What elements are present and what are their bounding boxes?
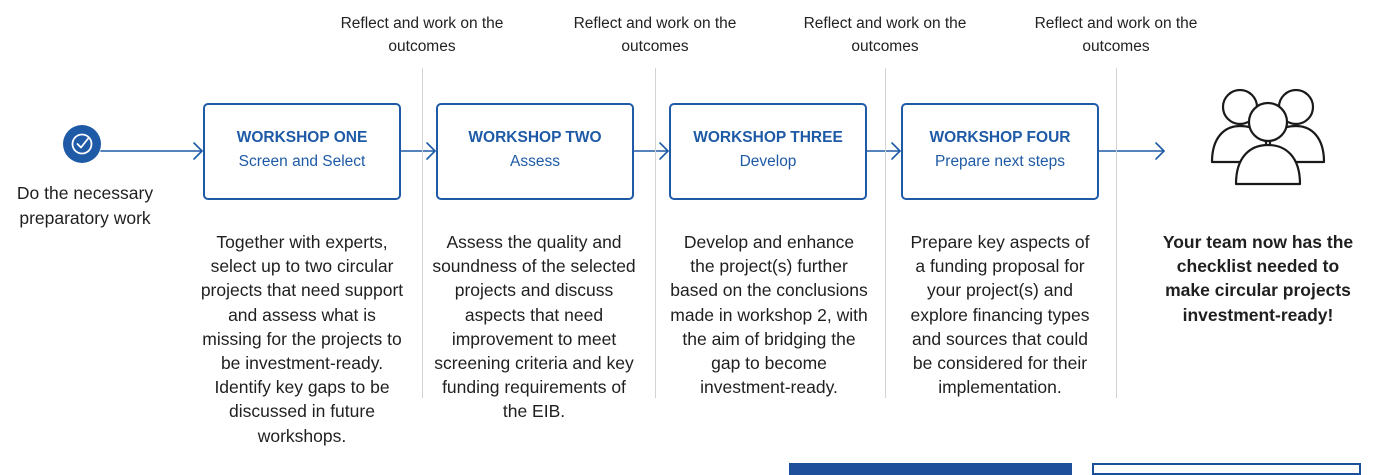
workshop-two-title: WORKSHOP TWO [468, 129, 602, 146]
workshop-one-subtitle: Screen and Select [238, 153, 366, 170]
workshop-one-box: WORKSHOP ONE Screen and Select [203, 103, 401, 200]
check-circle-icon [63, 125, 101, 163]
divider-2 [655, 68, 656, 398]
reflect-label-4: Reflect and work on the outcomes [1034, 15, 1198, 55]
primary-button[interactable] [789, 463, 1072, 475]
workshop-two-box: WORKSHOP TWO Assess [436, 103, 634, 200]
arrow-ws1-to-ws2 [399, 142, 436, 160]
divider-1 [422, 68, 423, 398]
workshop-three-subtitle: Develop [739, 153, 797, 170]
divider-4 [1116, 68, 1117, 398]
workshop-two-subtitle: Assess [510, 153, 560, 170]
arrow-ws2-to-ws3 [632, 142, 669, 160]
workshop-four-box: WORKSHOP FOUR Prepare next steps [901, 103, 1099, 200]
arrow-ws3-to-ws4 [865, 142, 901, 160]
preparation-label: Do the necessary preparatory work [16, 183, 154, 228]
outcome-text: Your team now has the checklist needed t… [1162, 232, 1354, 325]
workshop-two-description: Assess the quality and soundness of the … [432, 232, 636, 422]
workshop-four-title: WORKSHOP FOUR [929, 129, 1071, 146]
divider-3 [885, 68, 886, 398]
team-icon [1210, 88, 1326, 186]
workshop-four-subtitle: Prepare next steps [934, 153, 1066, 170]
reflect-label-3: Reflect and work on the outcomes [803, 15, 967, 55]
secondary-button[interactable] [1092, 463, 1361, 475]
workshop-one-description: Together with experts, select up to two … [200, 232, 404, 446]
workshop-one-title: WORKSHOP ONE [236, 129, 368, 146]
reflect-label-2: Reflect and work on the outcomes [573, 15, 737, 55]
workshop-three-title: WORKSHOP THREE [693, 129, 843, 146]
workshop-three-box: WORKSHOP THREE Develop [669, 103, 867, 200]
reflect-label-1: Reflect and work on the outcomes [340, 15, 504, 55]
workshop-three-description: Develop and enhance the project(s) furth… [670, 232, 868, 398]
workshop-four-description: Prepare key aspects of a funding proposa… [910, 232, 1090, 398]
arrow-prep-to-ws1 [100, 142, 203, 160]
arrow-ws4-to-outcome [1097, 142, 1165, 160]
